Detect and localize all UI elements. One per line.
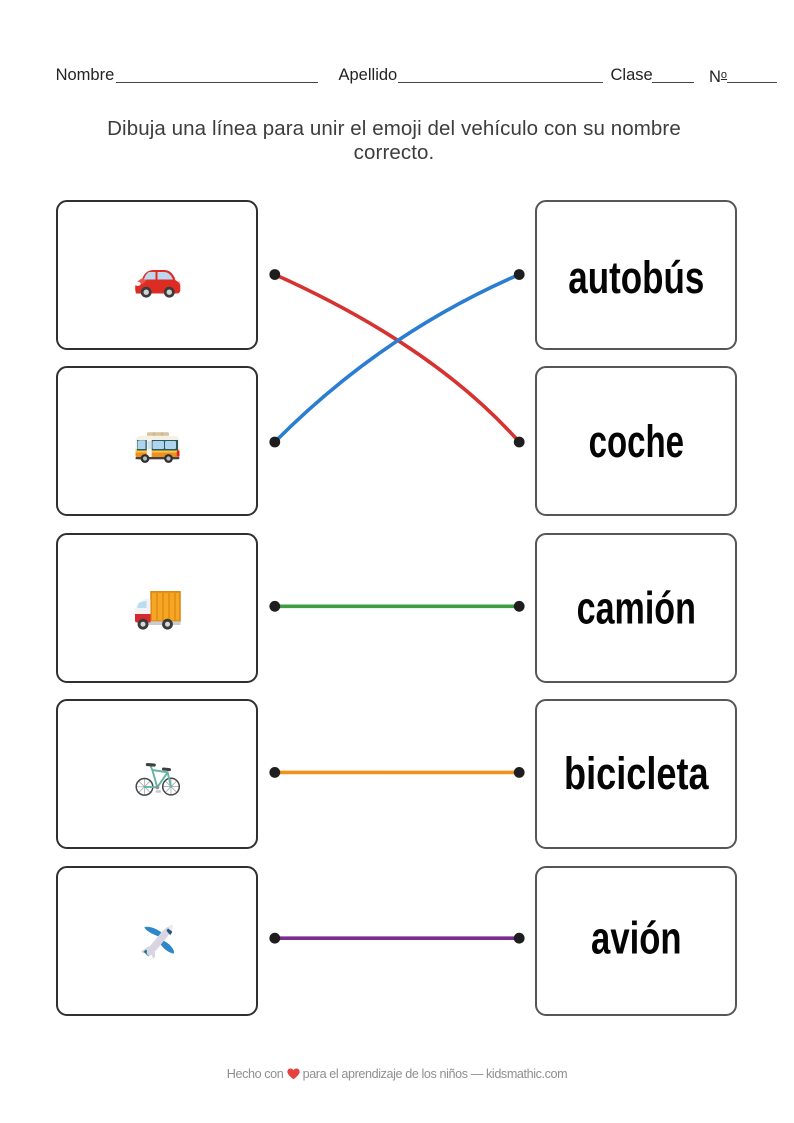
- svg-text:bicicleta: bicicleta: [564, 748, 709, 799]
- svg-text:coche: coche: [589, 416, 684, 467]
- svg-text:avión: avión: [591, 913, 682, 964]
- svg-text:autobús: autobús: [568, 252, 704, 303]
- svg-text:camión: camión: [577, 583, 696, 634]
